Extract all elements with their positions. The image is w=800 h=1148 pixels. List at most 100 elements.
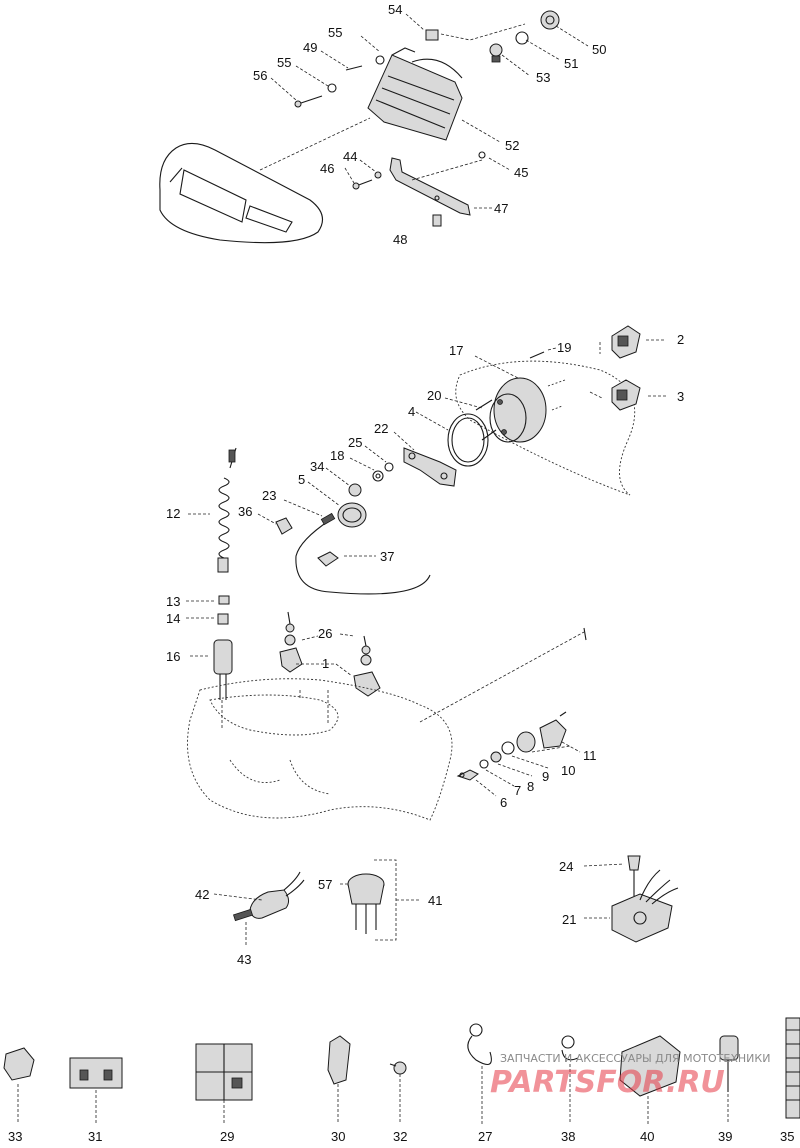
- watermark: ЗАПЧАСТИ И АКСЕССУАРЫ ДЛЯ МОТОТЕХНИКИ PA…: [490, 1052, 770, 1100]
- label-54: 54: [388, 2, 402, 17]
- label-10: 10: [561, 763, 575, 778]
- label-37: 37: [380, 549, 394, 564]
- part-6-key: [456, 769, 479, 781]
- gauge-assembly: [257, 325, 668, 595]
- key-switch: [456, 711, 581, 797]
- part-30: [327, 1035, 351, 1085]
- label-33: 33: [8, 1129, 22, 1144]
- label-52: 52: [505, 138, 519, 153]
- part-10-bezel: [516, 731, 536, 753]
- part-37-tie: [317, 551, 339, 567]
- label-17: 17: [449, 343, 463, 358]
- label-39: 39: [718, 1129, 732, 1144]
- label-26: 26: [318, 626, 332, 641]
- part-39: [719, 1035, 739, 1092]
- label-4: 4: [408, 404, 415, 419]
- label-55b: 55: [277, 55, 291, 70]
- part-57-lamp: [347, 873, 385, 934]
- label-1: 1: [322, 656, 329, 671]
- switch-pair: [279, 611, 381, 697]
- label-23: 23: [262, 488, 276, 503]
- part-40: [619, 1035, 681, 1097]
- part-21-regulator: [611, 893, 673, 943]
- label-45: 45: [514, 165, 528, 180]
- switch-2: [611, 325, 641, 359]
- label-19: 19: [557, 340, 571, 355]
- label-12: 12: [166, 506, 180, 521]
- label-42: 42: [195, 887, 209, 902]
- coil-cable-12: [186, 447, 237, 700]
- part-44-nut: [374, 171, 382, 179]
- label-18: 18: [330, 448, 344, 463]
- label-16: 16: [166, 649, 180, 664]
- label-14: 14: [166, 611, 180, 626]
- label-8: 8: [527, 779, 534, 794]
- part-5-cap: [337, 502, 367, 528]
- label-13: 13: [166, 594, 180, 609]
- part-4-ring: [447, 413, 489, 467]
- part-48-spacer: [432, 214, 442, 227]
- part-25-washer: [384, 462, 394, 472]
- headlight-assembly: [259, 10, 589, 171]
- label-22: 22: [374, 421, 388, 436]
- label-49: 49: [303, 40, 317, 55]
- part-7-ring: [479, 759, 489, 769]
- part-33: [3, 1047, 35, 1081]
- headlight-back-shell: [411, 58, 463, 79]
- label-50: 50: [592, 42, 606, 57]
- label-51: 51: [564, 56, 578, 71]
- label-20: 20: [427, 388, 441, 403]
- label-6: 6: [500, 795, 507, 810]
- part-9-nut: [501, 741, 515, 755]
- label-53: 53: [536, 70, 550, 85]
- label-48: 48: [393, 232, 407, 247]
- switch-3: [611, 379, 641, 411]
- label-36: 36: [238, 504, 252, 519]
- regulator: [583, 855, 679, 943]
- bracket-47: [344, 151, 511, 227]
- part-55-washer: [375, 55, 385, 65]
- part-53-bulb: [489, 43, 503, 63]
- label-40: 40: [640, 1129, 654, 1144]
- part-38: [561, 1035, 579, 1061]
- label-24: 24: [559, 859, 573, 874]
- part-13-nut: [218, 595, 230, 605]
- label-32: 32: [393, 1129, 407, 1144]
- watermark-brand: PARTSFOR.RU: [490, 1065, 725, 1100]
- part-31: [69, 1057, 123, 1089]
- part-22-bracket: [403, 447, 457, 487]
- label-3: 3: [677, 389, 684, 404]
- part-11-switch: [539, 719, 567, 749]
- label-27: 27: [478, 1129, 492, 1144]
- part-56-screw: [297, 95, 323, 105]
- label-47: 47: [494, 201, 508, 216]
- dashboard-bezel: [159, 142, 324, 244]
- part-34-nut: [348, 483, 362, 497]
- label-46: 46: [320, 161, 334, 176]
- label-7: 7: [514, 783, 521, 798]
- label-2: 2: [677, 332, 684, 347]
- label-34: 34: [310, 459, 324, 474]
- label-5: 5: [298, 472, 305, 487]
- part-8-washer: [490, 751, 502, 763]
- part-23-cable: [295, 519, 431, 595]
- part-18-washer: [372, 470, 384, 482]
- part-36-clip: [275, 517, 293, 535]
- part-16-housing: [213, 639, 233, 675]
- label-43: 43: [237, 952, 251, 967]
- part-35: [785, 1017, 800, 1119]
- part-49-spring: [345, 65, 363, 71]
- part-42-sensor: [249, 889, 290, 919]
- part-50-socket: [540, 10, 560, 30]
- part-51-ring: [515, 31, 529, 45]
- label-55a: 55: [328, 25, 342, 40]
- lower-electrical: [213, 859, 420, 946]
- label-21: 21: [562, 912, 576, 927]
- label-38: 38: [561, 1129, 575, 1144]
- handlebar-housing: [187, 627, 587, 821]
- label-35: 35: [780, 1129, 794, 1144]
- label-11: 11: [583, 748, 597, 763]
- watermark-caption: ЗАПЧАСТИ И АКСЕССУАРЫ ДЛЯ МОТОТЕХНИКИ: [500, 1052, 770, 1065]
- gauge-body: [475, 377, 547, 443]
